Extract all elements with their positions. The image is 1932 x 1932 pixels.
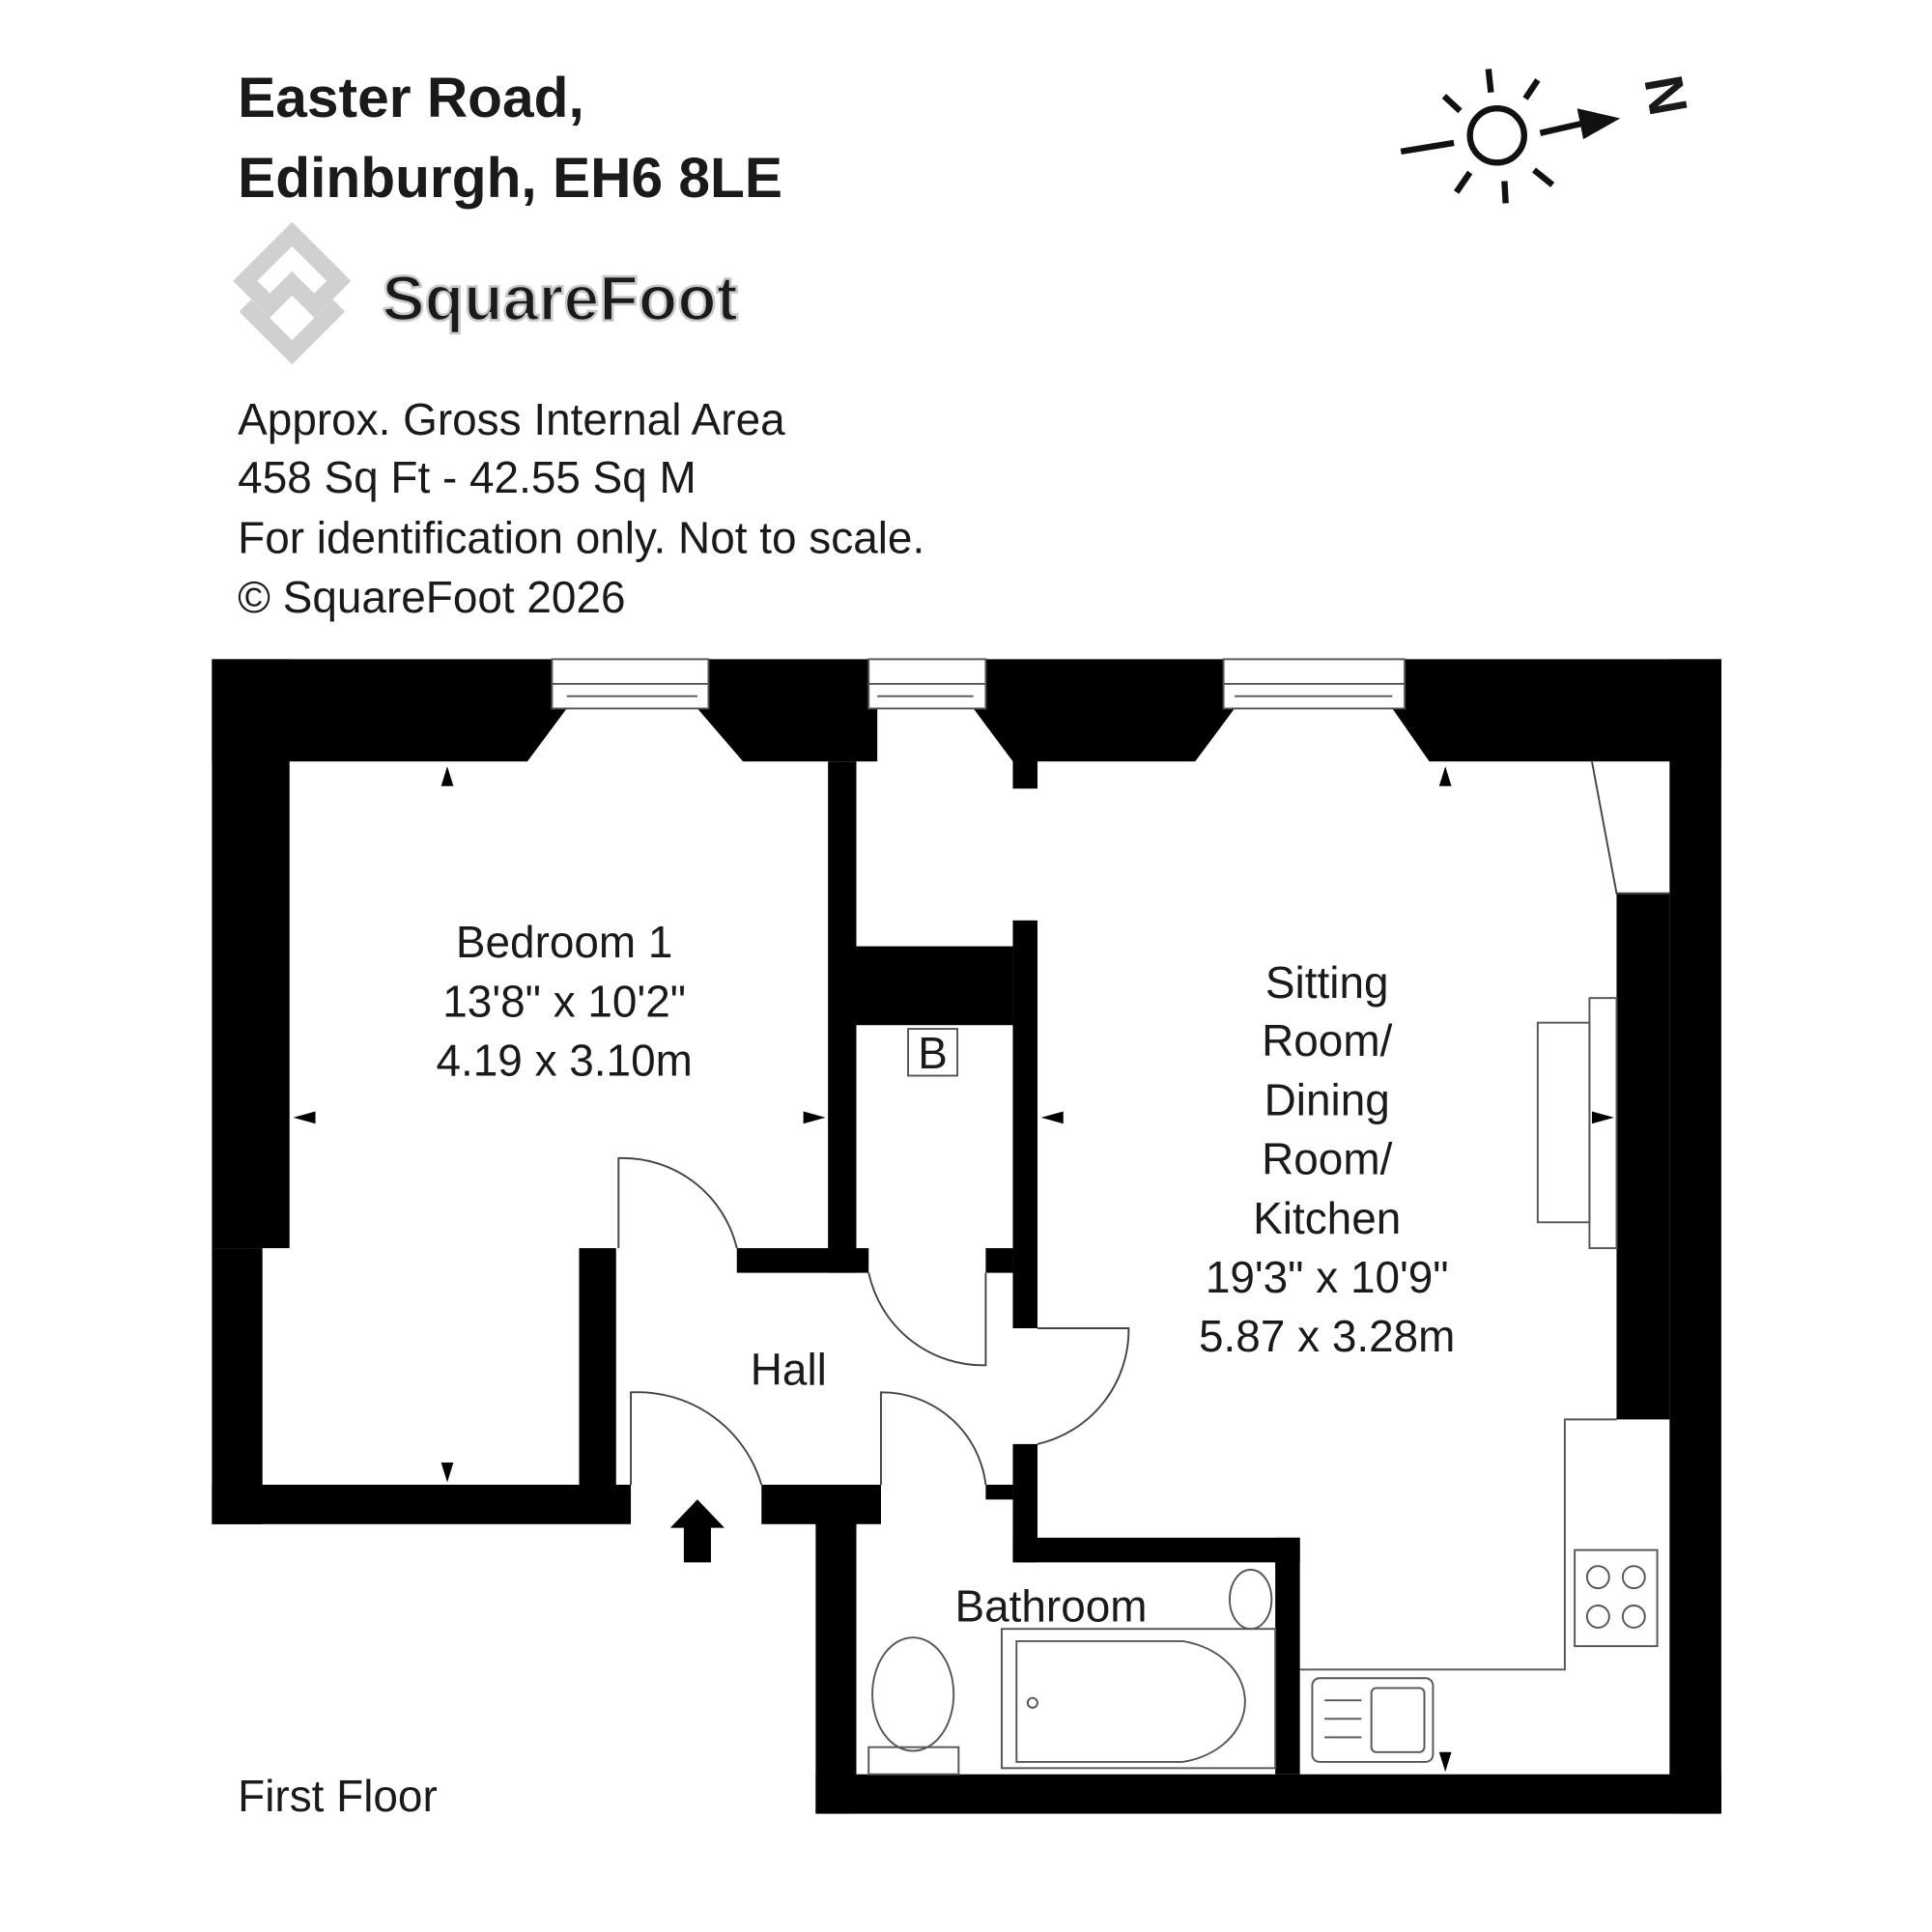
sun-north-arrow-icon: N bbox=[1400, 69, 1699, 204]
logo-text: SquareFoot bbox=[382, 264, 737, 335]
boiler-label: B bbox=[918, 1028, 948, 1078]
sitting-metric: 5.87 x 3.28m bbox=[1199, 1311, 1455, 1361]
entrance-arrow-icon bbox=[669, 1499, 724, 1563]
sitting-line-3: Dining bbox=[1264, 1074, 1390, 1124]
north-label: N bbox=[1633, 71, 1699, 120]
area-title: Approx. Gross Internal Area bbox=[238, 394, 785, 444]
windows bbox=[551, 658, 1406, 710]
address-line-2: Edinburgh, EH6 8LE bbox=[238, 147, 782, 210]
floor-label: First Floor bbox=[238, 1771, 438, 1821]
dimension-markers bbox=[293, 766, 1614, 1773]
disclaimer: For identification only. Not to scale. bbox=[238, 513, 924, 563]
hall-name: Hall bbox=[751, 1345, 827, 1395]
doors bbox=[617, 761, 1670, 1486]
bedroom-imperial: 13'8" x 10'2" bbox=[442, 976, 686, 1026]
address-line-1: Easter Road, bbox=[238, 67, 584, 129]
bedroom-metric: 4.19 x 3.10m bbox=[436, 1036, 692, 1086]
squarefoot-logo: SquareFoot bbox=[233, 221, 739, 365]
copyright: © SquareFoot 2026 bbox=[238, 572, 625, 622]
sitting-line-2: Room/ bbox=[1262, 1015, 1392, 1065]
sitting-imperial: 19'3" x 10'9" bbox=[1206, 1252, 1449, 1302]
fixtures bbox=[867, 997, 1659, 1776]
walls bbox=[212, 659, 1721, 1814]
bathroom-name: Bathroom bbox=[954, 1581, 1147, 1632]
bedroom-name: Bedroom 1 bbox=[456, 917, 673, 967]
area-value: 458 Sq Ft - 42.55 Sq M bbox=[238, 452, 696, 502]
sitting-line-1: Sitting bbox=[1265, 957, 1389, 1008]
sitting-line-4: Room/ bbox=[1262, 1134, 1392, 1184]
sitting-line-5: Kitchen bbox=[1253, 1193, 1401, 1243]
